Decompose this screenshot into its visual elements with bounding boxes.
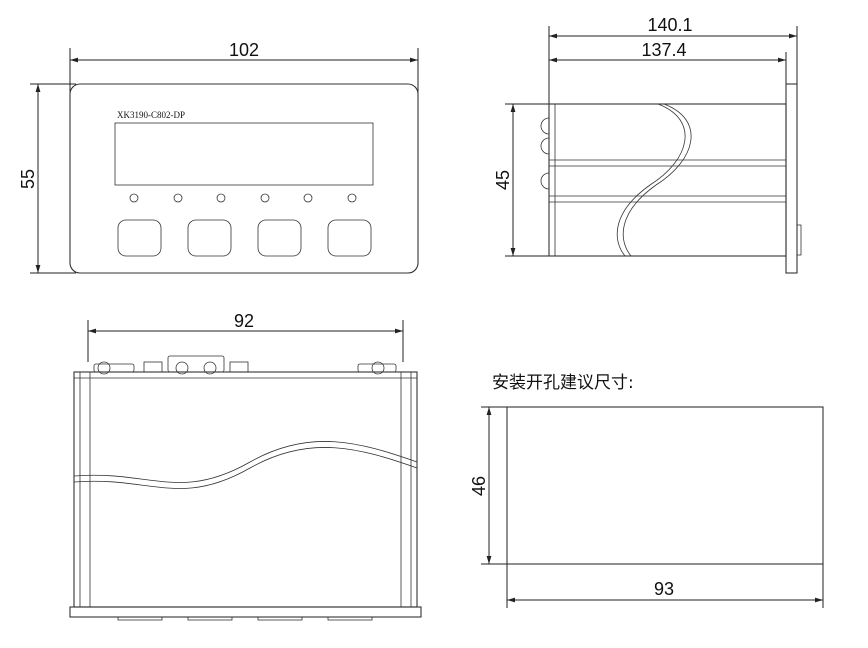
top-body [73,371,418,608]
indicator-led [129,193,139,203]
key-edge [187,616,233,621]
key-button [117,219,162,257]
connector-screw [175,361,189,375]
top-view: 92 [69,311,422,621]
rear-connector [540,172,550,190]
top-front-flange [69,606,422,618]
cutout-width-label: 93 [654,579,674,599]
body-length-label: 137.4 [641,40,686,60]
front-width-label: 102 [229,40,259,60]
key-edge [327,616,373,621]
key-button [327,219,372,257]
indicator-led [216,193,226,203]
key-button [257,219,302,257]
terminal-screw [97,361,111,375]
cutout-rectangle [506,406,824,565]
terminal-screw [371,361,385,375]
db9-connector [167,355,225,373]
rear-connector [540,137,550,155]
rear-terminal [143,361,163,373]
display-window [114,122,374,186]
key-button [187,219,232,257]
rear-terminal [93,363,135,373]
indicator-led [303,193,313,203]
front-height-label: 55 [18,169,38,189]
break-line [622,103,692,257]
top-width-label: 92 [234,311,254,331]
rear-connector [540,117,550,135]
cutout-height-label: 46 [469,476,489,496]
connector-screw [203,361,217,375]
break-line [616,103,686,257]
cutout-title: 安装开孔建议尺寸: [492,373,634,393]
rear-terminal [357,363,397,373]
break-line [73,447,418,489]
side-body [548,103,787,257]
key-edge [257,616,303,621]
rear-terminal [229,361,249,373]
indicator-led [173,193,183,203]
front-view: 102 55 XK3190-C802-DP [18,40,419,274]
key-edge [117,616,163,621]
break-line [73,441,418,483]
panel-cutout: 安装开孔建议尺寸: 46 93 [469,373,824,608]
indicator-led [347,193,357,203]
side-height-label: 45 [493,170,513,190]
overall-length-label: 140.1 [647,15,692,35]
side-front-flange [785,83,798,274]
indicator-led [260,193,270,203]
side-flange-tab [796,224,802,256]
front-panel [69,83,419,274]
model-label: XK3190-C802-DP [117,110,185,120]
side-view: 140.1 137.4 45 [493,15,802,274]
